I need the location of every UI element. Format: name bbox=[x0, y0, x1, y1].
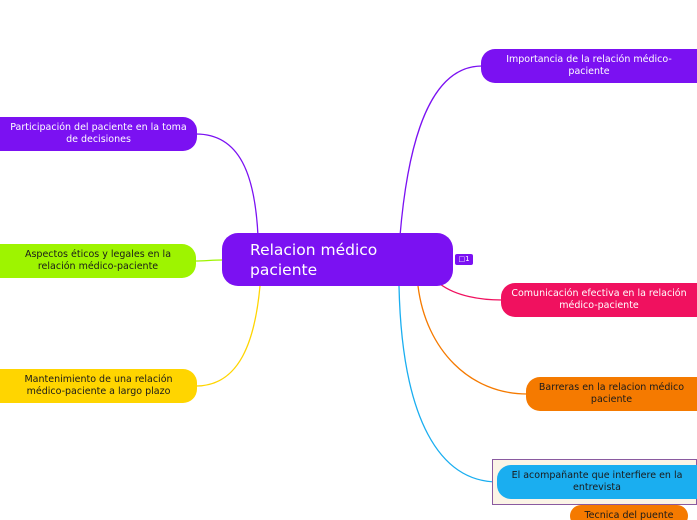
topic-importancia-label: Importancia de la relación médico-pacien… bbox=[506, 54, 672, 77]
topic-mantenimiento[interactable]: Mantenimiento de una relación médico-pac… bbox=[0, 369, 197, 403]
topic-comunicacion-label: Comunicación efectiva en la relación méd… bbox=[511, 288, 687, 311]
link-participacion bbox=[195, 133, 259, 237]
central-topic-label: Relacion médico paciente bbox=[250, 240, 378, 279]
link-acompanante bbox=[398, 285, 499, 483]
link-aspectos bbox=[194, 259, 223, 262]
topic-participacion-label: Participación del paciente en la toma de… bbox=[10, 122, 187, 145]
topic-comunicacion[interactable]: Comunicación efectiva en la relación méd… bbox=[501, 283, 697, 317]
comment-count: 1 bbox=[465, 255, 470, 263]
topic-acompanante[interactable]: El acompañante que interfiere en la entr… bbox=[497, 465, 697, 499]
comment-icon: □ bbox=[458, 255, 466, 263]
topic-tecnica[interactable]: Tecnica del puente bbox=[570, 505, 688, 520]
topic-tecnica-label: Tecnica del puente bbox=[584, 510, 674, 520]
link-barreras bbox=[417, 285, 528, 395]
topic-barreras-label: Barreras en la relacion médico paciente bbox=[538, 382, 685, 405]
topic-mantenimiento-label: Mantenimiento de una relación médico-pac… bbox=[24, 374, 173, 397]
topic-importancia[interactable]: Importancia de la relación médico-pacien… bbox=[481, 49, 697, 83]
topic-aspectos[interactable]: Aspectos éticos y legales en la relación… bbox=[0, 244, 196, 278]
topic-participacion[interactable]: Participación del paciente en la toma de… bbox=[0, 117, 197, 151]
comment-badge[interactable]: □1 bbox=[455, 254, 473, 265]
link-mantenimiento bbox=[195, 285, 261, 387]
link-comunicacion bbox=[439, 283, 503, 301]
topic-acompanante-label: El acompañante que interfiere en la entr… bbox=[511, 470, 683, 493]
central-topic[interactable]: Relacion médico paciente bbox=[222, 233, 453, 286]
topic-aspectos-label: Aspectos éticos y legales en la relación… bbox=[24, 249, 172, 272]
link-importancia bbox=[399, 65, 483, 237]
topic-barreras[interactable]: Barreras en la relacion médico paciente bbox=[526, 377, 697, 411]
